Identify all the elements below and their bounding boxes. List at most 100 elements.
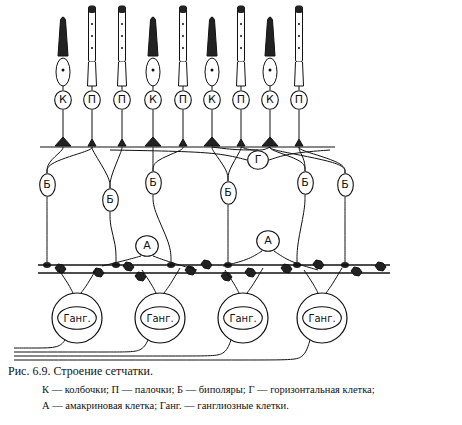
rod-tip bbox=[119, 6, 126, 13]
optic-nerve-fiber bbox=[14, 340, 310, 360]
cell-outline-shape bbox=[233, 91, 250, 110]
outer-plexiform-line bbox=[40, 147, 335, 148]
cone-outer-segment bbox=[207, 17, 217, 56]
rod-inner-segment bbox=[118, 62, 127, 86]
amacrine-process bbox=[223, 251, 262, 266]
synapse-blob bbox=[123, 262, 134, 271]
rod-outer-segment bbox=[180, 6, 187, 62]
cell-body: Б bbox=[220, 181, 237, 205]
inner-plexiform-line bbox=[38, 264, 390, 265]
cell-outline-shape bbox=[204, 91, 221, 110]
cell-body: К bbox=[54, 90, 72, 110]
cone-axon bbox=[153, 110, 154, 138]
horizontal-dendrite bbox=[212, 147, 258, 150]
cone-inner-segment bbox=[205, 58, 219, 86]
synapse-blob bbox=[201, 260, 212, 269]
cone-axon bbox=[212, 110, 213, 138]
cell-outline-shape bbox=[58, 307, 97, 330]
cell-outline-shape bbox=[224, 307, 263, 330]
cell-outline-shape bbox=[297, 172, 313, 195]
cell-body: Ганг. bbox=[223, 306, 263, 330]
cell-label: А bbox=[143, 240, 151, 252]
cone-inner-segment bbox=[146, 58, 160, 86]
cell-body: Ганг. bbox=[57, 306, 97, 330]
rod-dot bbox=[240, 35, 242, 37]
cone-neck bbox=[270, 86, 271, 90]
rod-dot bbox=[121, 35, 123, 37]
cell-body: П bbox=[290, 90, 308, 110]
rod-dot bbox=[91, 23, 93, 25]
cone-pedicle bbox=[204, 137, 220, 146]
figure-caption: Рис. 6.9. Строение сетчатки. bbox=[8, 364, 153, 379]
cell-outline-shape bbox=[145, 172, 161, 195]
legend-note: К — колбочки; П — палочки; Б — биполяры;… bbox=[42, 384, 375, 395]
rod-inner-segment bbox=[179, 62, 188, 86]
cell-label: Ганг. bbox=[63, 313, 90, 324]
cell-label: П bbox=[295, 94, 303, 106]
legend-note: А — амакриновая клетка; Ганг. — ганглиоз… bbox=[42, 400, 289, 411]
rod-inner-segment bbox=[88, 62, 97, 86]
cell-label: Б bbox=[106, 194, 114, 206]
rod-tip bbox=[296, 6, 303, 13]
synapse-blob bbox=[245, 268, 256, 277]
cell-outline-shape bbox=[303, 307, 342, 330]
bipolar-dendrite bbox=[110, 147, 122, 188]
cell-label: К bbox=[208, 94, 216, 106]
rod-outer-segment bbox=[238, 6, 245, 62]
cell-label: П bbox=[88, 94, 96, 106]
amacrine-process bbox=[153, 256, 197, 270]
cone-neck bbox=[153, 86, 154, 90]
cell-body: Б bbox=[39, 173, 56, 197]
synapse-blob bbox=[221, 272, 232, 281]
synapse-blob bbox=[281, 264, 292, 273]
rod-axon bbox=[183, 110, 184, 139]
cone-neck bbox=[63, 86, 64, 90]
cone-outer-segment bbox=[58, 17, 68, 56]
rod-outer-segment bbox=[119, 6, 126, 62]
bipolar-dendrite bbox=[92, 147, 110, 188]
ganglion-dendrite bbox=[81, 268, 97, 293]
cell-label: К bbox=[59, 94, 67, 106]
rod-tip bbox=[89, 6, 96, 13]
rod-tip bbox=[180, 6, 187, 13]
rod-spherule bbox=[179, 139, 187, 146]
cell-outline-shape bbox=[145, 91, 162, 110]
horizontal-dendrite bbox=[241, 147, 258, 150]
rod-spherule bbox=[295, 139, 303, 146]
rod-dot bbox=[91, 47, 93, 49]
rod-neck bbox=[241, 86, 242, 90]
cell-outline-shape bbox=[337, 174, 353, 197]
cell-label: Б bbox=[224, 187, 232, 199]
ganglion-soma bbox=[52, 293, 102, 343]
cell-body: Б bbox=[102, 188, 119, 212]
cell-label: Г bbox=[255, 154, 262, 166]
rod-axon bbox=[92, 110, 93, 139]
bipolar-dendrite bbox=[270, 147, 345, 173]
bipolar-dendrite bbox=[212, 147, 228, 181]
bipolar-axon bbox=[110, 212, 116, 262]
amacrine-process bbox=[274, 251, 318, 270]
ganglion-dendrite bbox=[164, 268, 180, 293]
cell-body: Б bbox=[297, 171, 314, 195]
cell-outline-shape bbox=[175, 91, 192, 110]
rod-neck bbox=[92, 86, 93, 90]
horizontal-dendrite bbox=[258, 147, 270, 150]
bipolar-dendrite bbox=[228, 147, 241, 181]
cell-label: П bbox=[179, 94, 187, 106]
cell-label: А bbox=[264, 235, 272, 247]
cell-outline-shape bbox=[84, 91, 101, 110]
cell-body: П bbox=[232, 90, 250, 110]
cell-outline-shape bbox=[262, 91, 279, 110]
rod-dot bbox=[240, 23, 242, 25]
cell-label: Б bbox=[301, 177, 309, 189]
cell-label: Б bbox=[149, 177, 157, 189]
rod-tip bbox=[238, 6, 245, 13]
rod-dot bbox=[240, 47, 242, 49]
inner-plexiform-line bbox=[38, 272, 390, 273]
cell-label: К bbox=[149, 94, 157, 106]
cell-label: Б bbox=[341, 179, 349, 191]
cell-body: К bbox=[144, 90, 162, 110]
cone-dot bbox=[152, 69, 155, 72]
rod-dot bbox=[91, 35, 93, 37]
